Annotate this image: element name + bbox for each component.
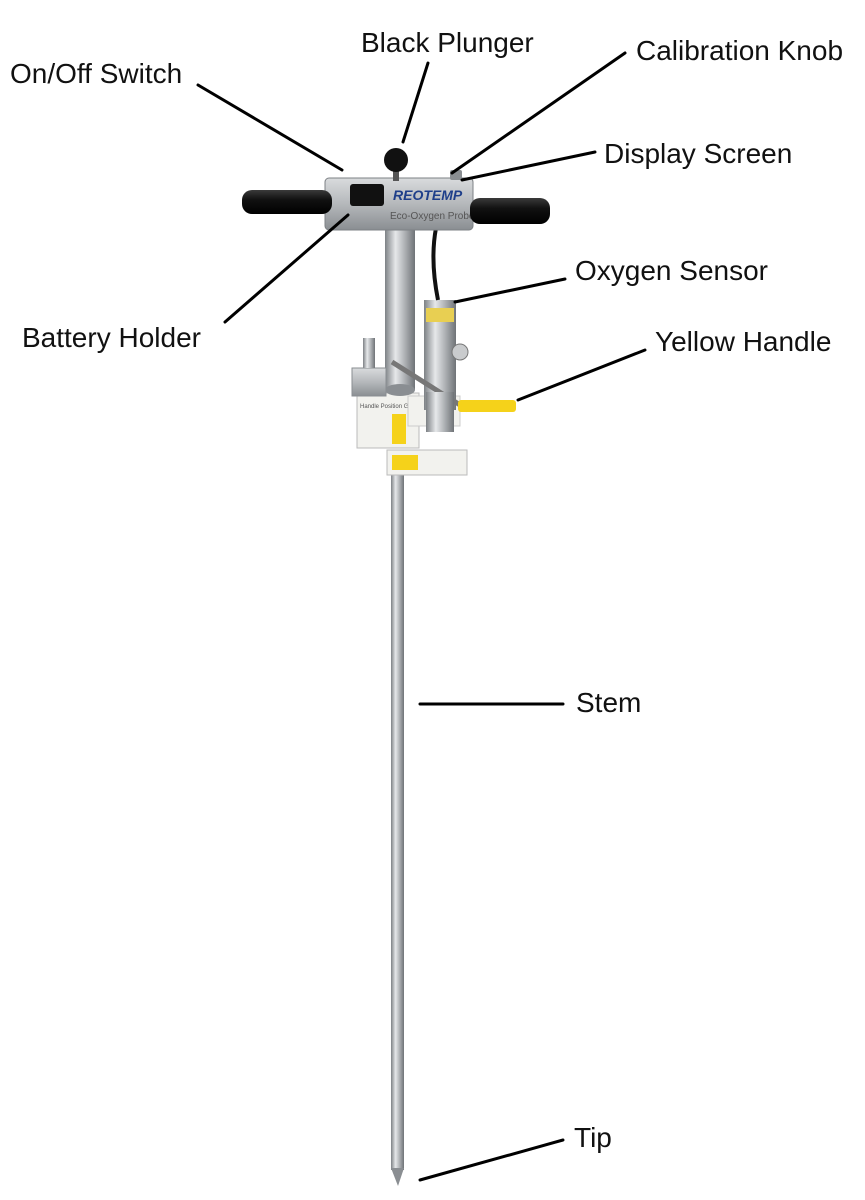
plunger-stem [393, 165, 399, 181]
guide-label: Handle Position Guide [360, 404, 420, 410]
main-column [385, 220, 415, 390]
label-yellow-handle: Yellow Handle [655, 326, 832, 357]
sensor-yellow-band [426, 308, 454, 322]
left-bracket [351, 367, 387, 397]
label-stem: Stem [576, 687, 642, 718]
leader-calibration-knob [450, 51, 627, 175]
stem-rod [391, 470, 404, 1170]
sensor-side-knob [451, 343, 469, 361]
leader-display-screen [460, 150, 597, 182]
sensor-cable [431, 227, 440, 301]
left-grip [242, 190, 332, 214]
probe-tip [391, 1168, 404, 1186]
leader-tip [418, 1138, 565, 1182]
label-battery-holder: Battery Holder [22, 322, 201, 353]
label-black-plunger: Black Plunger [361, 27, 534, 58]
leader-black-plunger [401, 61, 430, 144]
leader-on-off-switch [196, 83, 344, 172]
guide-yellow-marker [392, 414, 406, 444]
right-grip [470, 198, 550, 224]
leader-oxygen-sensor [453, 277, 567, 304]
lower-yellow-marker [392, 455, 418, 470]
top-body [324, 177, 474, 231]
leader-lines [196, 51, 647, 1182]
model-text: Eco-Oxygen Probe [390, 211, 475, 222]
black-plunger-knob [384, 148, 408, 172]
yellow-lever [458, 400, 516, 412]
label-oxygen-sensor: Oxygen Sensor [575, 255, 768, 286]
label-on-off-switch: On/Off Switch [10, 58, 183, 89]
column-bottom [385, 384, 415, 396]
valve-linkage [390, 359, 470, 413]
brand-text: REOTEMP [393, 187, 463, 203]
valve-body [426, 392, 454, 432]
label-tip: Tip [574, 1122, 612, 1153]
label-calibration-knob: Calibration Knob [636, 35, 844, 66]
leader-battery-holder [223, 213, 350, 324]
label-display-screen: Display Screen [604, 138, 793, 169]
leader-yellow-handle [516, 348, 647, 402]
bracket-screw [363, 338, 375, 368]
on-off-switch [350, 184, 384, 206]
